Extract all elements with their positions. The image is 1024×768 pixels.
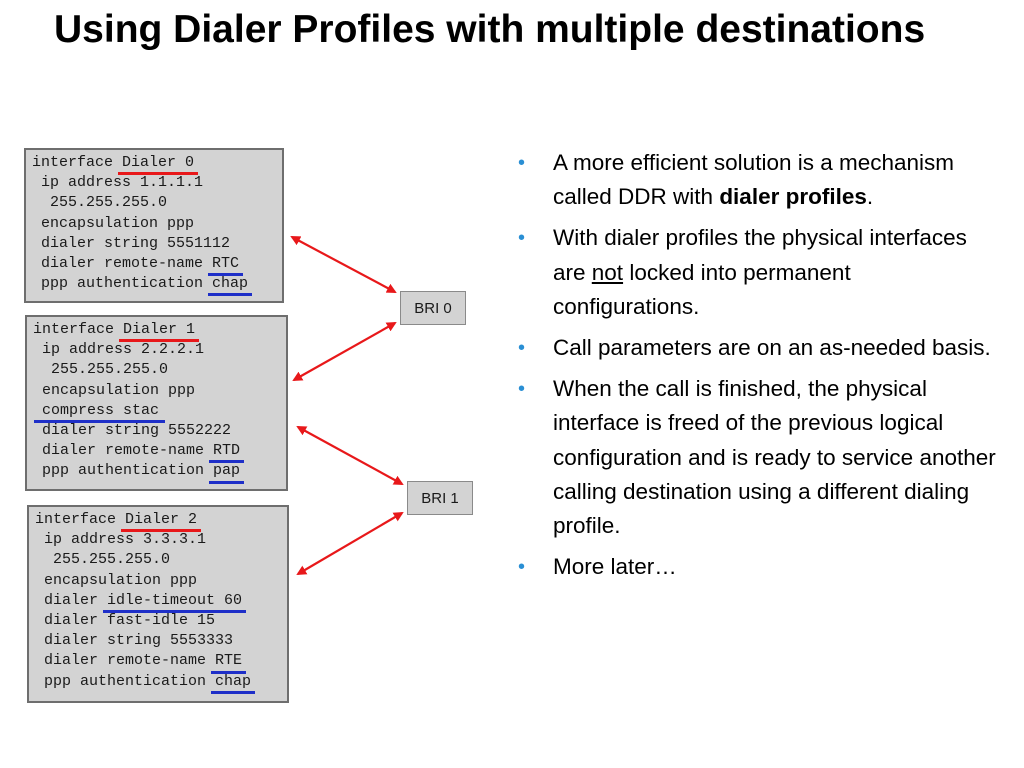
config-line: interface Dialer 0	[32, 153, 282, 176]
config-line: dialer string 5553333	[35, 631, 287, 651]
config-highlight: RTC	[208, 254, 244, 277]
config-line: encapsulation ppp	[33, 381, 286, 401]
config-text: interface	[32, 154, 123, 171]
config-line: interface Dialer 1	[33, 320, 286, 343]
bullet-list: • A more efficient solution is a mechanis…	[516, 146, 1001, 591]
config-highlight: Dialer 0	[118, 153, 199, 176]
config-highlight: compress stac	[34, 401, 166, 424]
config-box-dialer-2: interface Dialer 2 ip address 3.3.3.1 25…	[27, 505, 289, 703]
config-line: ip address 3.3.3.1	[35, 530, 287, 550]
config-text: encapsulation ppp	[32, 214, 195, 232]
config-text: interface	[35, 511, 126, 528]
bullet-text: locked into permanent configurations.	[553, 259, 851, 319]
config-highlight: RTD	[209, 441, 245, 464]
config-line: dialer string 5551112	[32, 234, 282, 254]
config-line: encapsulation ppp	[35, 571, 287, 591]
arrow-dialer2-bri1	[296, 511, 404, 576]
bullet-text: Call parameters are on an as-needed basi…	[553, 335, 991, 361]
config-text: dialer remote-name	[32, 254, 213, 272]
bullet-text: .	[866, 184, 874, 210]
bullet-dot-icon: •	[518, 337, 526, 360]
arrow-dialer1-bri1	[296, 426, 404, 485]
bullet-dot-icon: •	[518, 378, 526, 401]
config-text: dialer string 5551112	[32, 234, 231, 252]
config-line: encapsulation ppp	[32, 214, 282, 234]
arrow-dialer1-bri0	[292, 322, 397, 381]
bullet-text: When the call is finished, the physical …	[553, 376, 996, 539]
bri-0-box: BRI 0	[400, 291, 466, 325]
config-line: dialer idle-timeout 60	[35, 591, 287, 614]
config-text: ppp authentication	[32, 275, 213, 293]
config-highlight: Dialer 1	[119, 320, 200, 343]
config-text: ip address 2.2.2.1	[33, 341, 205, 359]
arrow-dialer0-bri0	[290, 236, 397, 293]
bri-1-box: BRI 1	[407, 481, 473, 515]
bullet-text: not	[591, 259, 624, 285]
bullet-item: • With dialer profiles the physical inter…	[516, 221, 1001, 324]
config-highlight: chap	[211, 672, 256, 694]
config-line: dialer string 5552222	[33, 421, 286, 441]
bullet-dot-icon: •	[518, 227, 526, 250]
config-text: encapsulation ppp	[35, 571, 198, 589]
bullet-item: • When the call is finished, the physical…	[516, 372, 1001, 543]
config-line: 255.255.255.0	[32, 193, 282, 213]
config-highlight: RTE	[211, 651, 247, 674]
page-title: Using Dialer Profiles with multiple dest…	[54, 8, 926, 51]
config-box-dialer-0: interface Dialer 0 ip address 1.1.1.1 25…	[24, 148, 284, 303]
config-text: interface	[33, 321, 124, 338]
config-text: dialer	[35, 591, 108, 609]
bullet-text: More later…	[553, 554, 677, 580]
config-text: encapsulation ppp	[33, 381, 196, 399]
config-text: dialer fast-idle 15	[35, 611, 216, 629]
config-highlight: idle-timeout 60	[103, 591, 247, 614]
config-line: ppp authentication pap	[33, 461, 286, 484]
bullet-item: • A more efficient solution is a mechanis…	[516, 146, 1001, 214]
config-text: ppp authentication	[33, 462, 214, 480]
config-line: interface Dialer 2	[35, 510, 287, 533]
config-line: 255.255.255.0	[33, 360, 286, 380]
config-text: 255.255.255.0	[32, 194, 168, 212]
config-text: 255.255.255.0	[35, 551, 171, 569]
config-text: dialer string 5553333	[35, 632, 234, 650]
config-line: dialer remote-name RTC	[32, 254, 282, 277]
bullet-text: dialer profiles	[719, 184, 867, 210]
bullet-item: • Call parameters are on an as-needed bas…	[516, 331, 1001, 365]
config-highlight: pap	[209, 461, 245, 484]
bullet-text: With dialer profiles the physical interf…	[553, 225, 967, 285]
bullet-item: • More later…	[516, 550, 1001, 584]
config-text: 255.255.255.0	[33, 361, 169, 379]
config-line: 255.255.255.0	[35, 550, 287, 570]
config-line: ip address 1.1.1.1	[32, 173, 282, 193]
config-highlight: Dialer 2	[121, 510, 202, 533]
config-text: ppp authentication	[35, 672, 216, 690]
config-line: ppp authentication chap	[32, 274, 282, 297]
bullet-dot-icon: •	[518, 152, 526, 174]
config-line: ppp authentication chap	[35, 672, 287, 694]
config-highlight: chap	[208, 274, 253, 297]
config-line: dialer remote-name RTE	[35, 651, 287, 674]
config-text: ip address 3.3.3.1	[35, 531, 207, 549]
config-line: dialer fast-idle 15	[35, 611, 287, 631]
config-line: dialer remote-name RTD	[33, 441, 286, 464]
bullet-text: A more efficient solution is a mechanism…	[553, 150, 955, 210]
config-text: ip address 1.1.1.1	[32, 174, 204, 192]
config-line: compress stac	[33, 401, 286, 424]
config-text: dialer string 5552222	[33, 421, 232, 439]
config-text: dialer remote-name	[33, 442, 214, 460]
config-text: dialer remote-name	[35, 652, 216, 670]
config-line: ip address 2.2.2.1	[33, 340, 286, 360]
config-box-dialer-1: interface Dialer 1 ip address 2.2.2.1 25…	[25, 315, 288, 491]
bullet-dot-icon: •	[518, 556, 526, 579]
